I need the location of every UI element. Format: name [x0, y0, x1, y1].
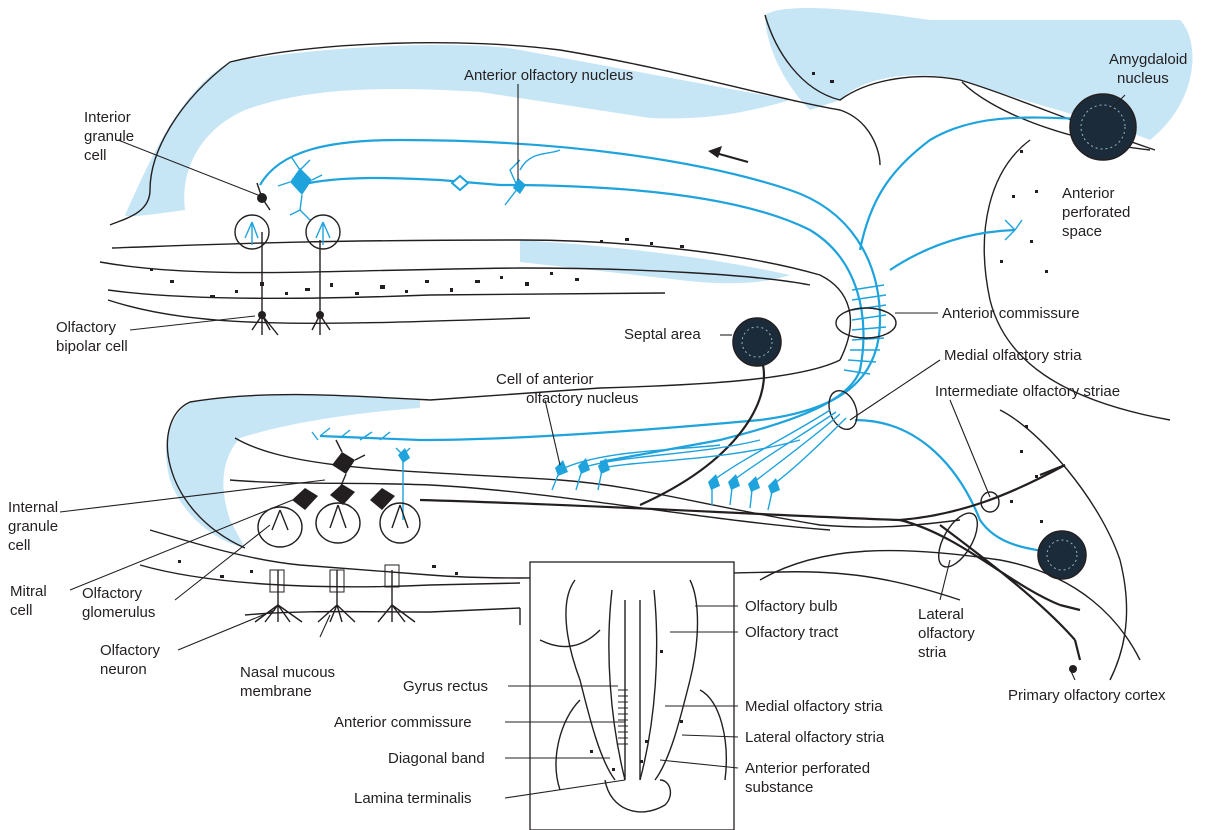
label-nasal-mucous-2: membrane [240, 683, 312, 700]
medial-stria-ring [828, 389, 858, 431]
label-glomerulus-2: glomerulus [82, 604, 155, 621]
leader-lines [59, 84, 1126, 799]
inset-label-perforated-1: Anterior perforated [745, 760, 870, 777]
inset-label-gyrus-rectus: Gyrus rectus [403, 678, 488, 695]
label-internal-granule-2: granule [8, 518, 58, 535]
inset-label-lamina-terminalis: Lamina terminalis [354, 790, 472, 807]
label-interior-granule-2: granule [84, 128, 134, 145]
lower-bulb-cells [254, 439, 421, 623]
label-glomerulus-1: Olfactory [82, 585, 143, 602]
label-amygdaloid: Amygdaloid [1109, 51, 1187, 68]
label-nasal-mucous-1: Nasal mucous [240, 664, 335, 681]
label-amygdaloid-2: nucleus [1117, 70, 1169, 87]
label-mitral-1: Mitral [10, 583, 47, 600]
upper-cortex-outline [99, 14, 1171, 421]
upper-strip-dots [150, 72, 1048, 298]
label-olfactory-neuron-2: neuron [100, 661, 147, 678]
direction-arrow [708, 146, 749, 164]
inset-label-lateral-stria: Lateral olfactory stria [745, 729, 885, 746]
inset-panel [529, 561, 735, 830]
label-olfactory-bipolar-2: bipolar cell [56, 338, 128, 355]
label-cell-anterior-nucleus-2: olfactory nucleus [526, 390, 639, 407]
lower-right-pathways [419, 409, 1141, 681]
label-olfactory-bipolar-1: Olfactory [56, 319, 117, 336]
cortex-shading [125, 8, 1193, 548]
label-intermediate-striae: Intermediate olfactory striae [935, 383, 1120, 400]
upper-glomeruli [234, 182, 341, 336]
label-lateral-stria-1: Lateral [918, 606, 964, 623]
inset-label-olfactory-bulb: Olfactory bulb [745, 598, 838, 615]
label-interior-granule-1: Interior [84, 109, 131, 126]
lower-strip-dots [178, 425, 1043, 578]
label-interior-granule-3: cell [84, 147, 107, 164]
label-internal-granule-1: Internal [8, 499, 58, 516]
diagram-labels: Anterior olfactory nucleus Amygdaloid nu… [8, 51, 1187, 807]
label-lateral-stria-3: stria [918, 644, 947, 661]
nuclei [639, 93, 1137, 580]
label-olfactory-neuron-1: Olfactory [100, 642, 161, 659]
label-mitral-2: cell [10, 602, 33, 619]
label-anterior-perforated-space-3: space [1062, 223, 1102, 240]
label-cell-anterior-nucleus-1: Cell of anterior [496, 371, 594, 388]
inset-label-anterior-commissure: Anterior commissure [334, 714, 472, 731]
label-anterior-perforated-space-1: Anterior [1062, 185, 1115, 202]
label-septal-area: Septal area [624, 326, 701, 343]
label-anterior-perforated-space-2: perforated [1062, 204, 1130, 221]
anterior-commissure-ring [835, 307, 897, 339]
label-lateral-stria-2: olfactory [918, 625, 975, 642]
label-anterior-commissure: Anterior commissure [942, 305, 1080, 322]
inset-label-olfactory-tract: Olfactory tract [745, 624, 839, 641]
label-anterior-olfactory-nucleus: Anterior olfactory nucleus [464, 67, 633, 84]
label-medial-olfactory-stria: Medial olfactory stria [944, 347, 1082, 364]
inset-label-diagonal-band: Diagonal band [388, 750, 485, 767]
label-primary-cortex: Primary olfactory cortex [1008, 687, 1166, 704]
inset-label-medial-stria: Medial olfactory stria [745, 698, 883, 715]
label-internal-granule-3: cell [8, 537, 31, 554]
lower-blue-neurons [311, 409, 847, 520]
inset-label-perforated-2: substance [745, 779, 813, 796]
